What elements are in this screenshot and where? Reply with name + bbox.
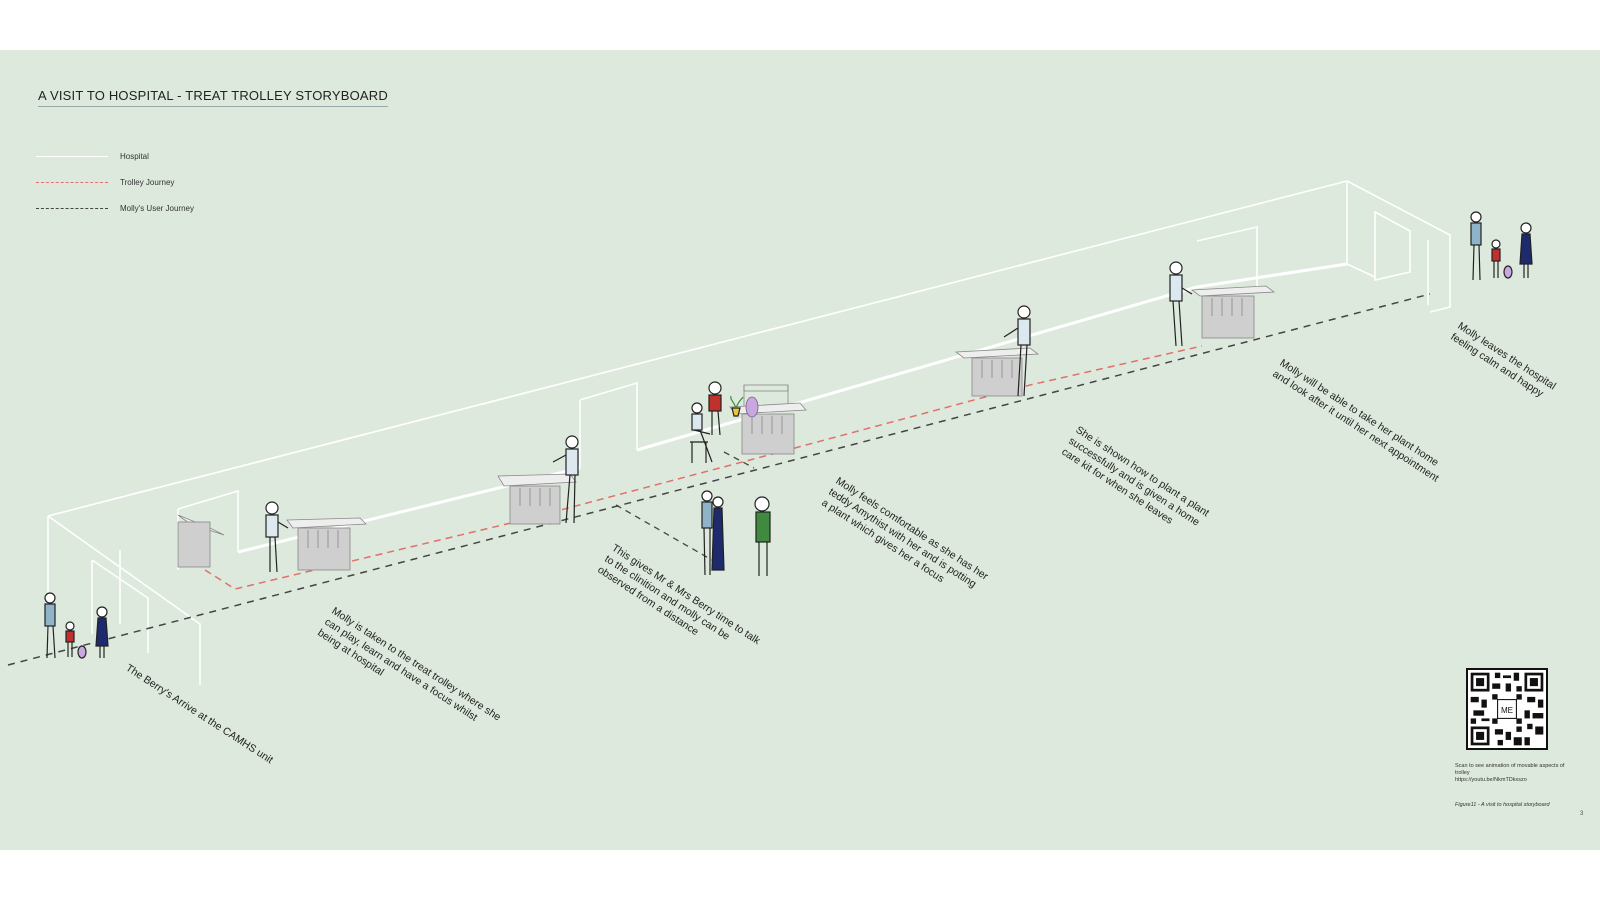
molly-seated-figure	[690, 381, 744, 463]
trolley-5	[1190, 285, 1276, 339]
qr-caption: Scan to see animation of movable aspects…	[1455, 763, 1565, 784]
legend-label-user-journey: Molly's User Journey	[120, 203, 194, 213]
legend-swatch-trolley-journey	[36, 181, 108, 183]
parents-and-clinician	[701, 490, 771, 576]
legend-item-trolley-journey: Trolley Journey	[36, 175, 174, 189]
hospital-exit-door	[1374, 210, 1411, 282]
user-journey-branch	[615, 451, 755, 561]
page-title: A VISIT TO HOSPITAL - TREAT TROLLEY STOR…	[38, 88, 388, 107]
family-arriving	[44, 592, 109, 659]
hospital-alcove-3	[1196, 225, 1258, 287]
legend-label-trolley-journey: Trolley Journey	[120, 177, 175, 187]
hospital-alcove-1	[177, 489, 239, 552]
page-number: 3	[1580, 811, 1584, 817]
trolley-4	[954, 347, 1040, 397]
hospital-outline	[47, 180, 1451, 685]
family-leaving	[1470, 211, 1533, 281]
hospital-exit-wall	[1346, 180, 1451, 313]
legend-item-user-journey: Molly's User Journey	[36, 201, 194, 215]
legend-item-hospital: Hospital	[36, 149, 149, 163]
hospital-alcove-2	[579, 381, 638, 450]
nurse-figure-4	[1169, 261, 1193, 347]
nurse-figure-2	[552, 435, 579, 524]
hospital-back-wall-top	[47, 180, 1348, 517]
qr-code[interactable]: ME	[1466, 668, 1548, 750]
trolley-3	[729, 384, 807, 455]
qr-link[interactable]: https://youtu.be/NkmTDkxszo	[1455, 777, 1527, 783]
trolley-2	[497, 473, 577, 525]
figure-caption: Figure11 - A visit to hospital storyboar…	[1455, 802, 1550, 808]
hospital-entrance-wall	[47, 515, 201, 685]
qr-center-label: ME	[1501, 706, 1514, 715]
hospital-entrance-door	[91, 559, 149, 653]
qr-caption-text: Scan to see animation of movable aspects…	[1455, 763, 1565, 776]
qr-code-icon: ME	[1468, 670, 1546, 748]
user-journey-path	[7, 293, 1431, 666]
hospital-right-corner	[1346, 181, 1376, 278]
trolley-folded	[177, 514, 225, 568]
nurse-figure-3	[1003, 305, 1031, 397]
legend-label-hospital: Hospital	[120, 151, 149, 161]
legend-swatch-hospital	[36, 155, 108, 157]
trolley-1	[286, 517, 367, 571]
nurse-figure-1	[265, 501, 289, 573]
trolley-journey-path	[204, 345, 1203, 590]
hospital-scene	[7, 180, 1533, 685]
storyboard-board: A VISIT TO HOSPITAL - TREAT TROLLEY STOR…	[0, 50, 1600, 850]
legend-swatch-user-journey	[36, 207, 108, 209]
